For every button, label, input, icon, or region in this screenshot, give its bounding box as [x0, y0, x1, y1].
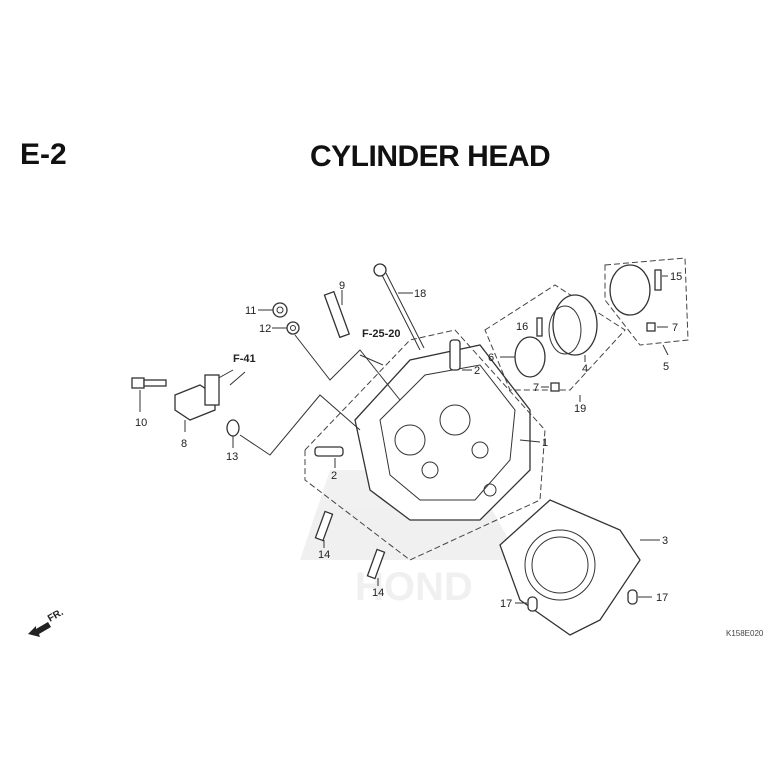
- dowel-pin[interactable]: [627, 589, 652, 605]
- part-number: 2: [331, 470, 337, 482]
- section-code: E-2: [20, 138, 67, 171]
- dowel-pin[interactable]: [449, 339, 472, 371]
- part-number: 12: [259, 323, 271, 335]
- part-number: 7: [672, 322, 678, 334]
- ref-f-25-20[interactable]: F-25-20: [362, 328, 401, 340]
- page-title: CYLINDER HEAD: [310, 140, 551, 173]
- front-label: FR.: [46, 607, 66, 625]
- stud-bolt[interactable]: [366, 548, 386, 586]
- part-number: 8: [181, 438, 187, 450]
- insulator-outline: [484, 284, 626, 391]
- cylinder-head[interactable]: [354, 344, 531, 521]
- part-number: 15: [670, 271, 682, 283]
- part-number: 18: [414, 288, 426, 300]
- part-number: 17: [656, 592, 668, 604]
- part-number: 6: [488, 352, 494, 364]
- part-number: 7: [533, 382, 539, 394]
- stud-bolt[interactable]: [314, 510, 334, 548]
- part-number: 19: [574, 403, 586, 415]
- front-arrow-icon: [28, 622, 51, 637]
- part-number: 14: [318, 549, 330, 561]
- band-outline: [604, 257, 689, 346]
- intake-insulator[interactable]: [548, 294, 598, 362]
- dowel-pin[interactable]: [314, 446, 344, 468]
- cylinder-head-gasket[interactable]: [499, 499, 660, 636]
- screw[interactable]: [536, 317, 543, 337]
- part-number: 17: [500, 598, 512, 610]
- ref-f-41[interactable]: F-41: [233, 353, 256, 365]
- part-number: 4: [582, 363, 588, 375]
- temperature-sensor-housing[interactable]: [174, 374, 220, 432]
- part-number: 9: [339, 280, 345, 292]
- dowel-pin[interactable]: [515, 596, 538, 612]
- stud-bolt-long[interactable]: [373, 263, 425, 351]
- part-number: 2: [474, 365, 480, 377]
- washer[interactable]: [272, 321, 300, 335]
- part-number: 14: [372, 587, 384, 599]
- nut[interactable]: [258, 302, 288, 318]
- hose-band[interactable]: [609, 264, 651, 316]
- o-ring[interactable]: [226, 419, 240, 448]
- part-number: 10: [135, 417, 147, 429]
- nut-small[interactable]: [541, 382, 560, 392]
- hose-clamp[interactable]: [500, 336, 546, 378]
- nut-small[interactable]: [646, 322, 668, 332]
- part-number: 1: [542, 437, 548, 449]
- diagram-code: K158E020: [726, 629, 764, 638]
- part-number: 11: [245, 305, 256, 317]
- part-number: 5: [663, 361, 669, 373]
- part-number: 16: [516, 321, 528, 333]
- bolt[interactable]: [131, 377, 167, 412]
- part-number: 13: [226, 451, 238, 463]
- part-number: 3: [662, 535, 668, 547]
- screw[interactable]: [654, 269, 668, 291]
- spark-plug[interactable]: [323, 290, 351, 339]
